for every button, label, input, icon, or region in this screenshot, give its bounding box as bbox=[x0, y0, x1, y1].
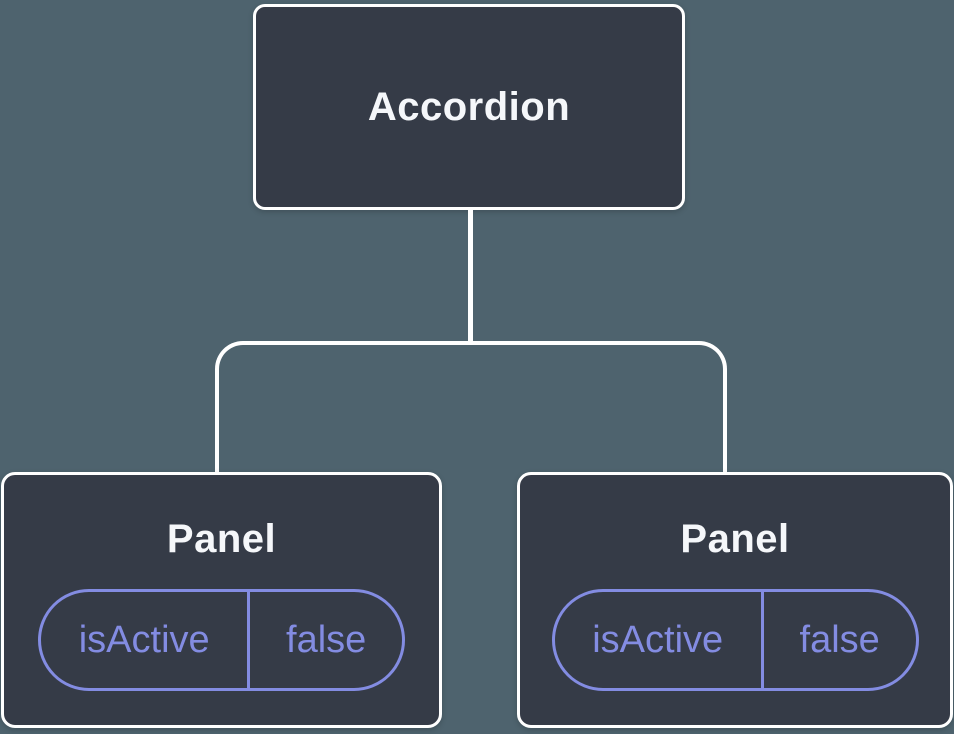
state-pill: isActive false bbox=[551, 589, 919, 691]
connector-bracket bbox=[215, 341, 727, 472]
panel-node-right: Panel isActive false bbox=[517, 472, 953, 728]
panel-label: Panel bbox=[680, 517, 790, 561]
panel-label: Panel bbox=[166, 517, 277, 561]
panel-node-left: Panel isActive false bbox=[1, 472, 442, 728]
state-pill: isActive false bbox=[38, 589, 405, 691]
state-key: isActive bbox=[555, 592, 764, 688]
root-node-label: Accordion bbox=[367, 84, 571, 129]
state-value: false bbox=[286, 618, 367, 661]
state-key: isActive bbox=[41, 592, 251, 688]
state-value: false bbox=[799, 618, 880, 661]
root-node: Accordion bbox=[253, 4, 685, 210]
connector-stem bbox=[468, 209, 473, 343]
